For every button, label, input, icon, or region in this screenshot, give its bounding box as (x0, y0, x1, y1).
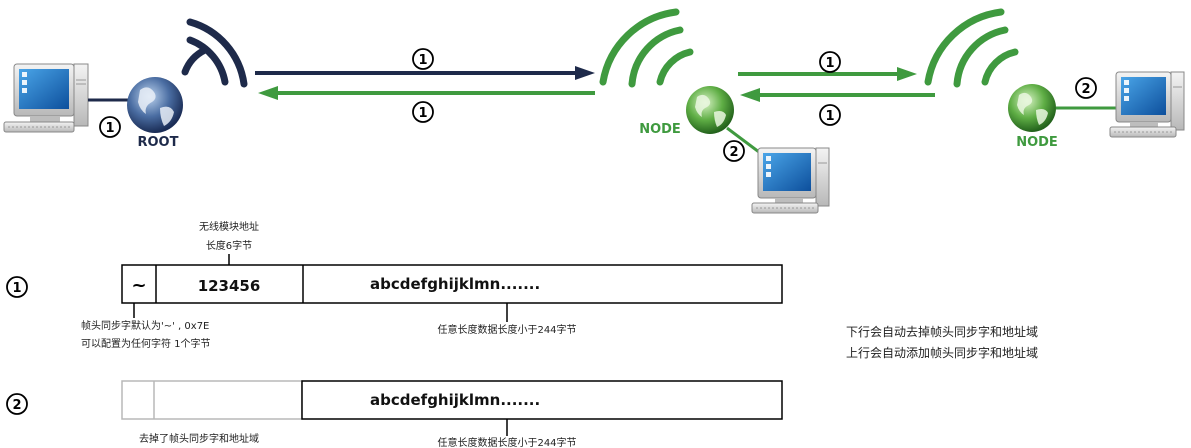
frame1-address-label-line2: 长度6字节 (206, 239, 252, 252)
frame2-payload: abcdefghijklmn....... (370, 391, 540, 409)
downlink-note: 下行会自动去掉帧头同步字和地址域 (846, 324, 1038, 339)
svg-text:2: 2 (12, 398, 21, 413)
uplink-arrow-1 (258, 86, 595, 100)
root-globe-icon (127, 77, 183, 133)
node2-globe-icon (1008, 84, 1056, 132)
svg-text:1: 1 (825, 56, 834, 71)
frame2-payload-note: 任意长度数据长度小于244字节 (437, 436, 576, 448)
svg-text:1: 1 (825, 109, 834, 124)
svg-text:2: 2 (729, 145, 738, 160)
frame2-box (121, 380, 783, 420)
uplink-arrow-2 (740, 88, 935, 102)
frame1-payload: abcdefghijklmn....... (370, 275, 540, 293)
frame1-sync-note-line2: 可以配置为任何字符 1个字节 (81, 337, 211, 350)
circle-number-1: 1 (819, 51, 841, 73)
root-signal-icon (181, 18, 248, 88)
frame1-box (121, 264, 783, 304)
frame1-sync-char: ~ (131, 275, 146, 296)
frame2-row-number: 2 (6, 393, 28, 415)
circle-number-1: 1 (99, 116, 121, 138)
root-label: ROOT (138, 135, 179, 150)
svg-text:1: 1 (418, 106, 427, 121)
svg-text:1: 1 (12, 281, 21, 296)
svg-text:1: 1 (105, 121, 114, 136)
frame1-sync-note-line1: 帧头同步字默认为'~' , 0x7E (81, 319, 209, 332)
frame1-payload-note: 任意长度数据长度小于244字节 (437, 323, 576, 336)
circle-number-1: 1 (819, 104, 841, 126)
downlink-arrow-2 (738, 67, 917, 81)
svg-text:1: 1 (418, 53, 427, 68)
circle-number-1: 1 (412, 101, 434, 123)
uplink-note: 上行会自动添加帧头同步字和地址域 (846, 345, 1038, 360)
svg-text:2: 2 (1081, 82, 1090, 97)
computer-icon-node2 (1109, 71, 1185, 138)
node1-globe-icon (686, 86, 734, 134)
node1-label: NODE (639, 122, 681, 137)
circle-number-1: 1 (412, 48, 434, 70)
node1-signal-icon (599, 8, 694, 88)
computer-icon-node1 (751, 147, 830, 214)
frame1-address-label-line1: 无线模块地址 (199, 220, 259, 233)
node2-label: NODE (1016, 135, 1058, 150)
frame1-row-number: 1 (6, 276, 28, 298)
node2-signal-icon (924, 8, 1019, 88)
frame1-address: 123456 (198, 277, 261, 295)
downlink-arrow-1 (255, 66, 595, 80)
circle-number-2: 2 (723, 140, 745, 162)
frame2-removed-note: 去掉了帧头同步字和地址域 (139, 432, 259, 445)
computer-icon-root (3, 63, 89, 133)
circle-number-2: 2 (1075, 77, 1097, 99)
